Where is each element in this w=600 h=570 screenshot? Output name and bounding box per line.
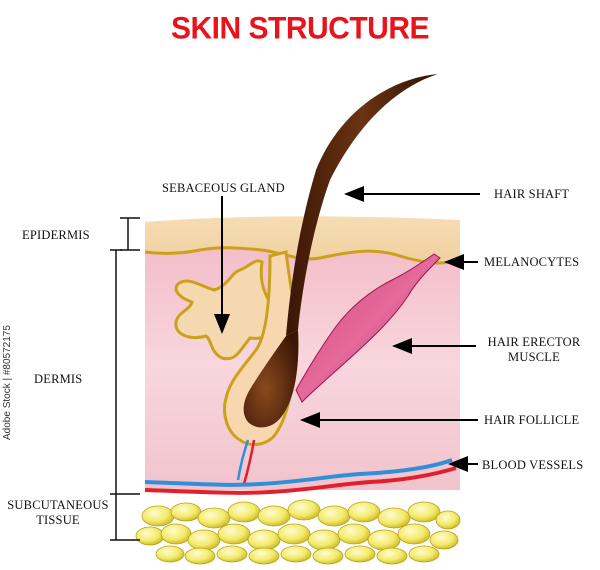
fat-cell — [376, 547, 408, 565]
fat-cell — [429, 530, 459, 550]
subcutaneous-label-line1: SUBCUTANEOUS — [7, 498, 109, 512]
hair-erector-muscle — [295, 253, 441, 403]
subcutaneous-label-line2: TISSUE — [36, 513, 80, 527]
melanocytes-label: MELANOCYTES — [484, 255, 580, 269]
blood-vessels-label: BLOOD VESSELS — [482, 458, 584, 472]
hair-erector-label-line2: MUSCLE — [508, 350, 560, 364]
fat-cell — [216, 545, 248, 563]
fat-cell — [435, 510, 461, 530]
fat-cell — [337, 523, 371, 545]
layer-brackets — [110, 217, 140, 541]
fat-cell — [227, 501, 261, 523]
hair-follicle-label: HAIR FOLLICLE — [484, 413, 580, 427]
subcutaneous-fat — [135, 499, 461, 565]
fat-cell — [287, 499, 321, 521]
fat-cell — [312, 547, 344, 565]
fat-cell — [407, 501, 441, 523]
sebaceous-gland-label: SEBACEOUS GLAND — [162, 181, 285, 195]
hair-shaft-label: HAIR SHAFT — [494, 187, 570, 201]
pointer-arrows — [214, 186, 480, 472]
fat-cell — [307, 529, 341, 551]
fat-cell — [317, 505, 351, 527]
fat-cell — [377, 507, 411, 529]
fat-cell — [141, 505, 175, 527]
hair-erector-label-line1: HAIR ERECTOR — [487, 335, 581, 349]
fat-cell — [344, 545, 376, 563]
fat-cell — [408, 545, 440, 563]
dermis-label: DERMIS — [34, 372, 83, 386]
fat-cell — [347, 501, 381, 523]
fat-cell — [135, 526, 165, 546]
hair-bulb — [243, 330, 299, 428]
fat-cell — [247, 529, 281, 551]
fat-cell — [367, 529, 401, 551]
capillary-vein — [236, 439, 250, 481]
fat-cell — [170, 502, 202, 522]
fat-cell — [257, 505, 291, 527]
fat-cell — [155, 545, 185, 563]
stock-watermark: Adobe Stock | #80572175 — [2, 325, 13, 440]
fat-cell — [277, 523, 311, 545]
fat-cell — [280, 545, 312, 563]
fat-cell — [187, 529, 221, 551]
fat-cell — [217, 523, 251, 545]
capillary-artery — [242, 439, 256, 485]
fat-cell — [248, 547, 280, 565]
fat-cell — [397, 523, 431, 545]
page-title: SKIN STRUCTURE — [170, 11, 430, 46]
artery-vessel — [144, 466, 457, 495]
fat-cell — [197, 507, 231, 529]
vein-vessel — [144, 458, 453, 487]
fat-cell — [160, 523, 192, 545]
fat-cell — [184, 547, 216, 565]
epidermis-label: EPIDERMIS — [22, 228, 90, 242]
hair-shaft — [286, 74, 438, 336]
